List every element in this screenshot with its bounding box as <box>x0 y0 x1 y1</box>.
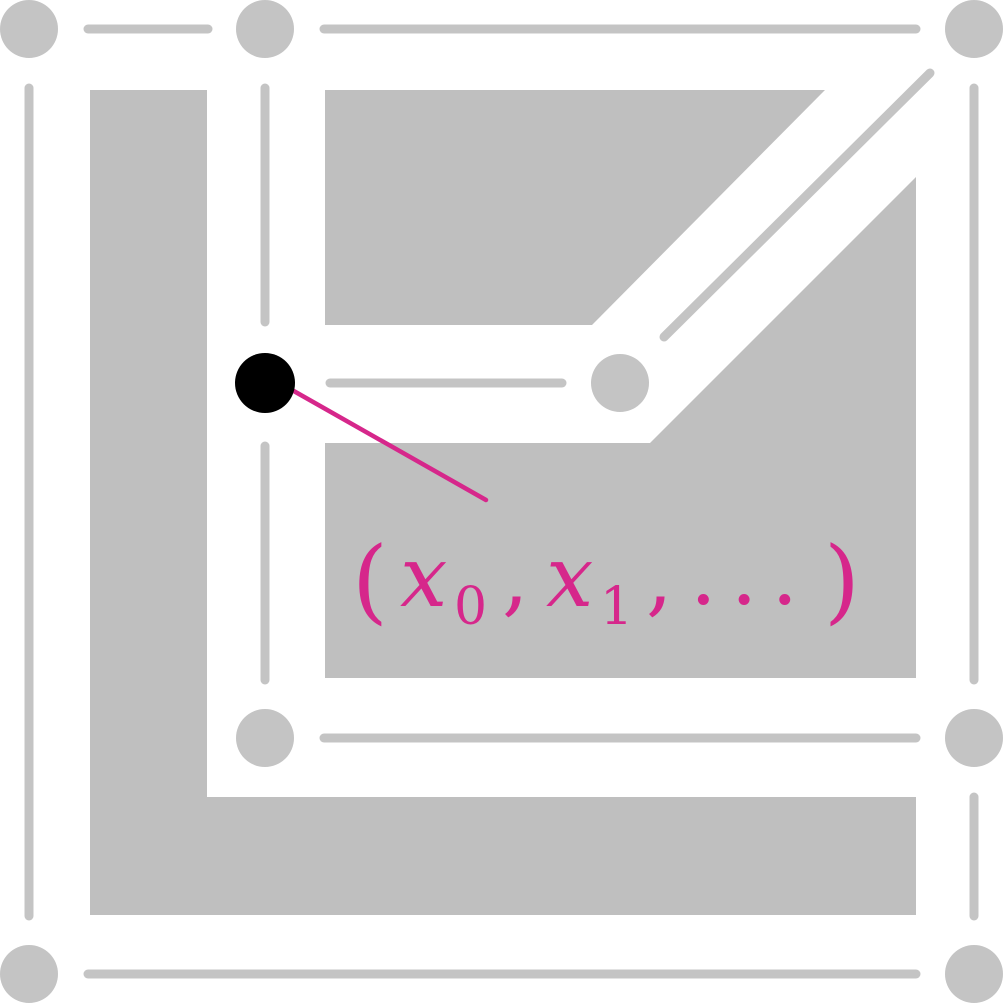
vertex-top-middle <box>236 0 294 58</box>
regions <box>90 90 916 915</box>
annotation-sub-1: 1 <box>600 577 633 637</box>
annotation-ellipsis: ... <box>690 526 812 624</box>
region-upper-trapezoid <box>325 90 825 325</box>
vertex-middle-left <box>236 709 294 767</box>
edges <box>24 24 979 979</box>
vertex-bottom-left <box>0 945 58 1003</box>
annotation-pointer <box>289 387 489 503</box>
vertex-top-right <box>945 0 1003 58</box>
region-l-shape <box>90 90 916 915</box>
annotation-open-paren: ( <box>352 527 388 634</box>
annotation-comma-1: , <box>502 528 529 626</box>
vertex-middle-right <box>945 709 1003 767</box>
region-lower-pentagon <box>325 177 916 678</box>
edge-diagonal <box>659 68 935 342</box>
annotation-close-paren: ) <box>824 527 860 634</box>
annotation-sub-0: 0 <box>454 577 487 637</box>
vertex-inner-right <box>591 354 649 412</box>
annotation-label: ( x 0 , x 1 , ... ) <box>352 526 860 637</box>
annotation-comma-2: , <box>646 528 673 626</box>
annotation-var-x0: x <box>400 528 447 626</box>
vertex-top-left <box>0 0 58 58</box>
vertex-bottom-right <box>945 945 1003 1003</box>
highlighted-vertex <box>235 353 295 413</box>
annotation-var-x1: x <box>546 528 593 626</box>
